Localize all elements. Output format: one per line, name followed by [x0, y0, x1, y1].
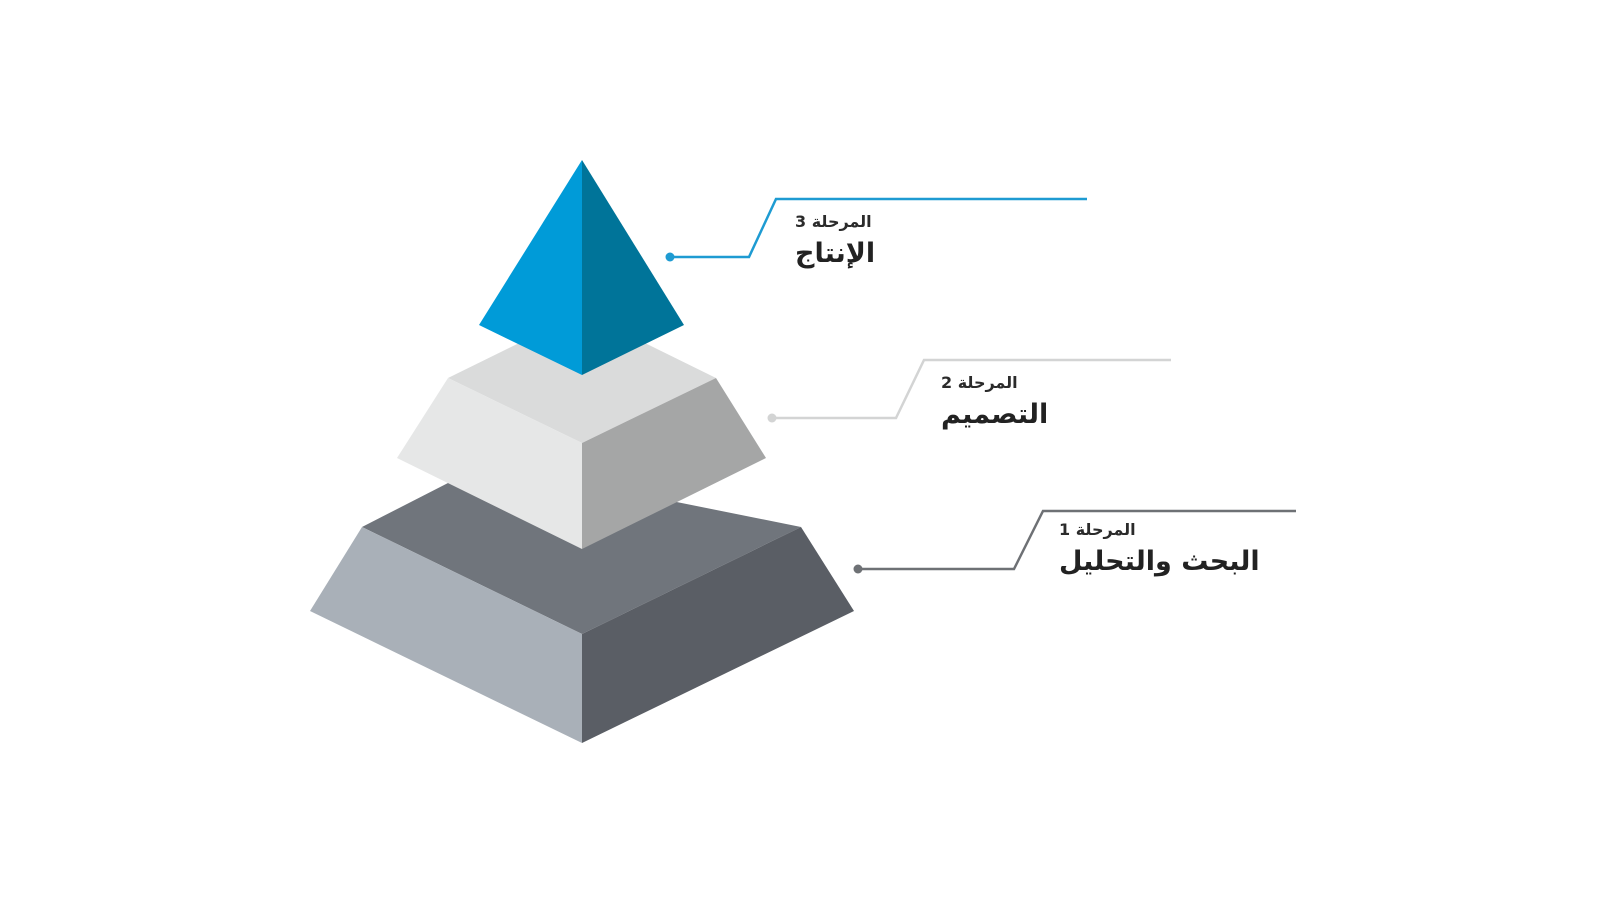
stage-3-title: الإنتاج — [795, 238, 876, 269]
tier-2-right-face — [582, 378, 766, 549]
stage-1-number: المرحلة 1 — [1059, 520, 1136, 539]
stage-1-label: المرحلة 1 البحث والتحليل — [1059, 520, 1260, 580]
stage-2-title: التصميم — [941, 399, 1049, 430]
leader-dot-stage-3 — [665, 252, 675, 262]
stage-3-number: المرحلة 3 — [795, 212, 872, 231]
leader-line-stage-2 — [767, 358, 1171, 423]
tier-3-right-face — [582, 160, 684, 375]
stage-1-title: البحث والتحليل — [1059, 546, 1260, 577]
leader-line-stage-3 — [665, 197, 1087, 262]
leader-dot-stage-2 — [767, 413, 777, 423]
tier-1-right-face — [582, 527, 854, 743]
tier-2-top-face — [448, 312, 716, 443]
pyramid-tier-stage-1 — [310, 483, 854, 743]
pyramid-tier-stage-3 — [479, 160, 684, 375]
stage-2-label: المرحلة 2 التصميم — [941, 373, 1048, 433]
tier-1-top-face — [362, 483, 801, 634]
stage-3-label: المرحلة 3 الإنتاج — [795, 212, 875, 272]
pyramid-tier-stage-2 — [397, 312, 766, 549]
leader-line-stage-1 — [853, 509, 1296, 574]
tier-2-left-face — [397, 378, 582, 549]
stage-2-number: المرحلة 2 — [941, 373, 1018, 392]
tier-3-left-face — [479, 160, 582, 375]
leader-dot-stage-1 — [853, 564, 863, 574]
tier-1-left-face — [310, 527, 582, 743]
